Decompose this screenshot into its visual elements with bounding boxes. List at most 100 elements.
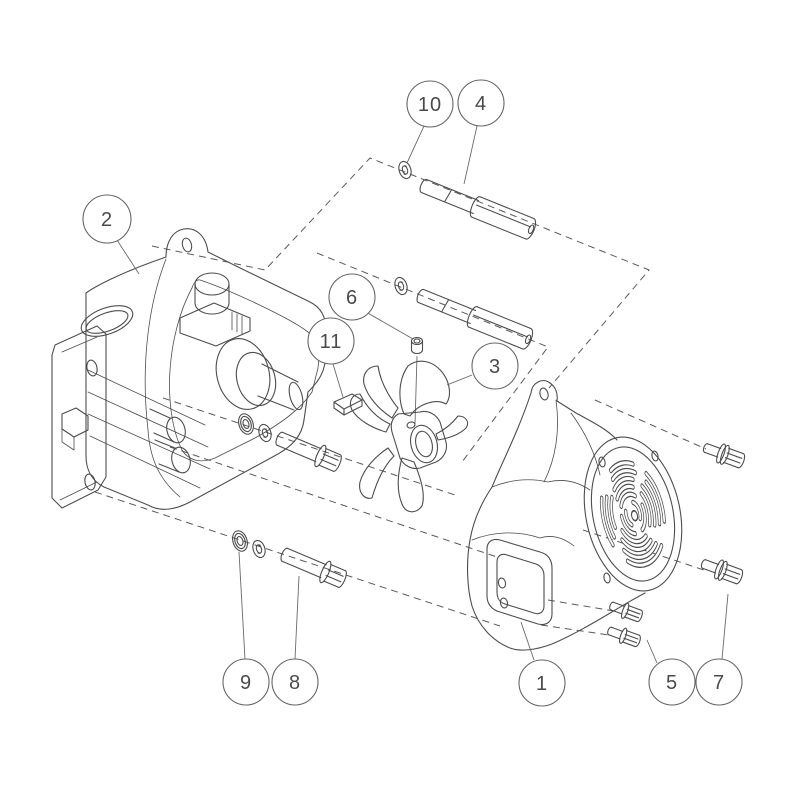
part-11-shaft-key: [333, 393, 363, 416]
callout-8: 8: [271, 658, 319, 706]
callout-1-label: 1: [536, 673, 548, 695]
fan-blade-upper-left: [363, 365, 399, 419]
callout-8-circle: [271, 658, 319, 706]
guide-axis-bolt5a: [547, 599, 615, 612]
fan-hub: [390, 410, 448, 470]
callout-3: 3: [471, 342, 519, 390]
engine-seam: [144, 258, 181, 498]
callout-11-label: 11: [320, 331, 343, 353]
callout-2-label: 2: [101, 209, 113, 231]
leader-4: [463, 125, 478, 185]
callout-10: 10: [406, 80, 454, 128]
fan-blade-right: [435, 415, 469, 441]
callout-9-label: 9: [240, 672, 252, 694]
cover-crease-2: [491, 479, 591, 491]
leader-8: [294, 575, 300, 660]
callout-5-label: 5: [666, 672, 678, 694]
engine-recess-inner: [85, 310, 129, 334]
callout-10-circle: [406, 80, 454, 128]
fan-blade-left: [349, 393, 391, 433]
part-7-bolt-upper: [699, 437, 748, 472]
leader-lines: [116, 125, 729, 664]
fan-centerline: [414, 355, 418, 425]
callout-5: 5: [648, 658, 696, 706]
cover-crease-1: [543, 399, 558, 483]
cover-rim-hole-1: [598, 456, 606, 468]
part-2-engine-body: [51, 228, 327, 510]
callout-9: 9: [222, 658, 270, 706]
callout-2: 2: [82, 194, 132, 244]
callout-2-circle: [82, 194, 132, 244]
callout-6: 6: [328, 273, 376, 321]
callout-6-label: 6: [346, 287, 358, 309]
callout-10-label: 10: [418, 94, 442, 116]
cover-silhouette: [530, 380, 618, 441]
mid-flat-washer: [235, 411, 257, 437]
engine-ear-hole: [181, 237, 193, 253]
callout-6-circle: [328, 273, 376, 321]
callout-7-label: 7: [713, 672, 725, 694]
guide-axis-bolt7a: [594, 399, 707, 450]
part-1-fan-cover: [466, 380, 683, 651]
cover-grille: [599, 460, 666, 568]
cover-rim-outer: [583, 436, 683, 592]
fan-blade-top: [399, 360, 451, 417]
part-9-flat-washer: [229, 528, 251, 554]
part-7-bolt-lower: [697, 553, 746, 588]
leader-3: [446, 374, 473, 386]
cover-crease-3: [471, 532, 575, 547]
part-5-bolt-upper: [606, 597, 645, 625]
callout-4: 4: [457, 79, 505, 127]
part-3-cooling-fan: [349, 360, 469, 513]
fan-blade-bottom: [397, 457, 424, 513]
cover-rim-hole-2: [603, 572, 611, 584]
part-6-nut: [410, 336, 424, 354]
leader-5: [646, 639, 658, 664]
bottom-lock-washer: [250, 538, 268, 560]
leader-10: [406, 125, 425, 164]
part-5-bolt-lower: [604, 622, 643, 650]
cover-rim-hole-3: [651, 450, 659, 462]
callout-3-label: 3: [489, 356, 501, 378]
callout-4-circle: [457, 79, 505, 127]
guide-plane-top: [151, 157, 650, 389]
cover-handle: [486, 538, 553, 626]
callout-3-circle: [471, 342, 519, 390]
leader-9: [238, 551, 246, 660]
engine-face-panel: [169, 279, 320, 462]
leader-11: [332, 363, 344, 398]
part-10-lock-washer-middle: [392, 275, 410, 297]
cover-crease-4: [570, 412, 601, 476]
part-8-flange-bolt: [277, 542, 350, 592]
engine-shaft: [215, 338, 304, 411]
callout-11-circle: [307, 317, 355, 365]
cover-ear-hole: [539, 387, 549, 401]
leader-1: [520, 621, 535, 661]
callouts: 1 2 3 4 5 6 7 8: [82, 79, 743, 707]
callout-11: 11: [307, 317, 355, 365]
fan-blade-lower-left: [359, 447, 395, 499]
guide-axis-mid-bolt: [162, 397, 456, 496]
cover-rim-inner: [590, 446, 676, 582]
part-10-lock-washer-top: [396, 159, 414, 181]
callout-8-label: 8: [289, 672, 301, 694]
callout-7-circle: [695, 658, 743, 706]
guide-axis-bolt5b: [540, 624, 610, 636]
filler-cap: [179, 272, 251, 347]
leader-6: [365, 311, 414, 340]
callout-1: 1: [518, 659, 566, 707]
callout-7: 7: [695, 658, 743, 706]
callout-9-circle: [222, 658, 270, 706]
cover-body-left: [466, 392, 646, 651]
engine-fins: [87, 369, 211, 489]
callout-5-circle: [648, 658, 696, 706]
callout-1-circle: [518, 659, 566, 707]
leader-2: [116, 239, 140, 275]
engine-bracket: [51, 325, 107, 509]
engine-recess: [80, 305, 134, 337]
callout-4-label: 4: [475, 93, 487, 115]
engine-bosses: [149, 408, 191, 474]
mid-lock-washer: [256, 422, 274, 444]
